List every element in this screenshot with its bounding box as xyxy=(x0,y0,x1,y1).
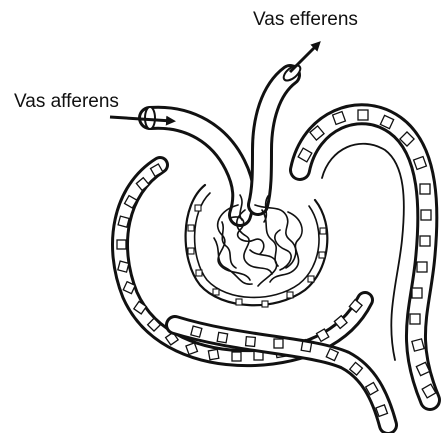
label-vas-afferens: Vas afferens xyxy=(14,92,119,111)
left-tubule xyxy=(175,325,388,425)
label-vas-efferens: Vas efferens xyxy=(253,10,358,29)
vas-efferens-vessel xyxy=(258,63,303,205)
efferent-arrow xyxy=(290,44,318,72)
